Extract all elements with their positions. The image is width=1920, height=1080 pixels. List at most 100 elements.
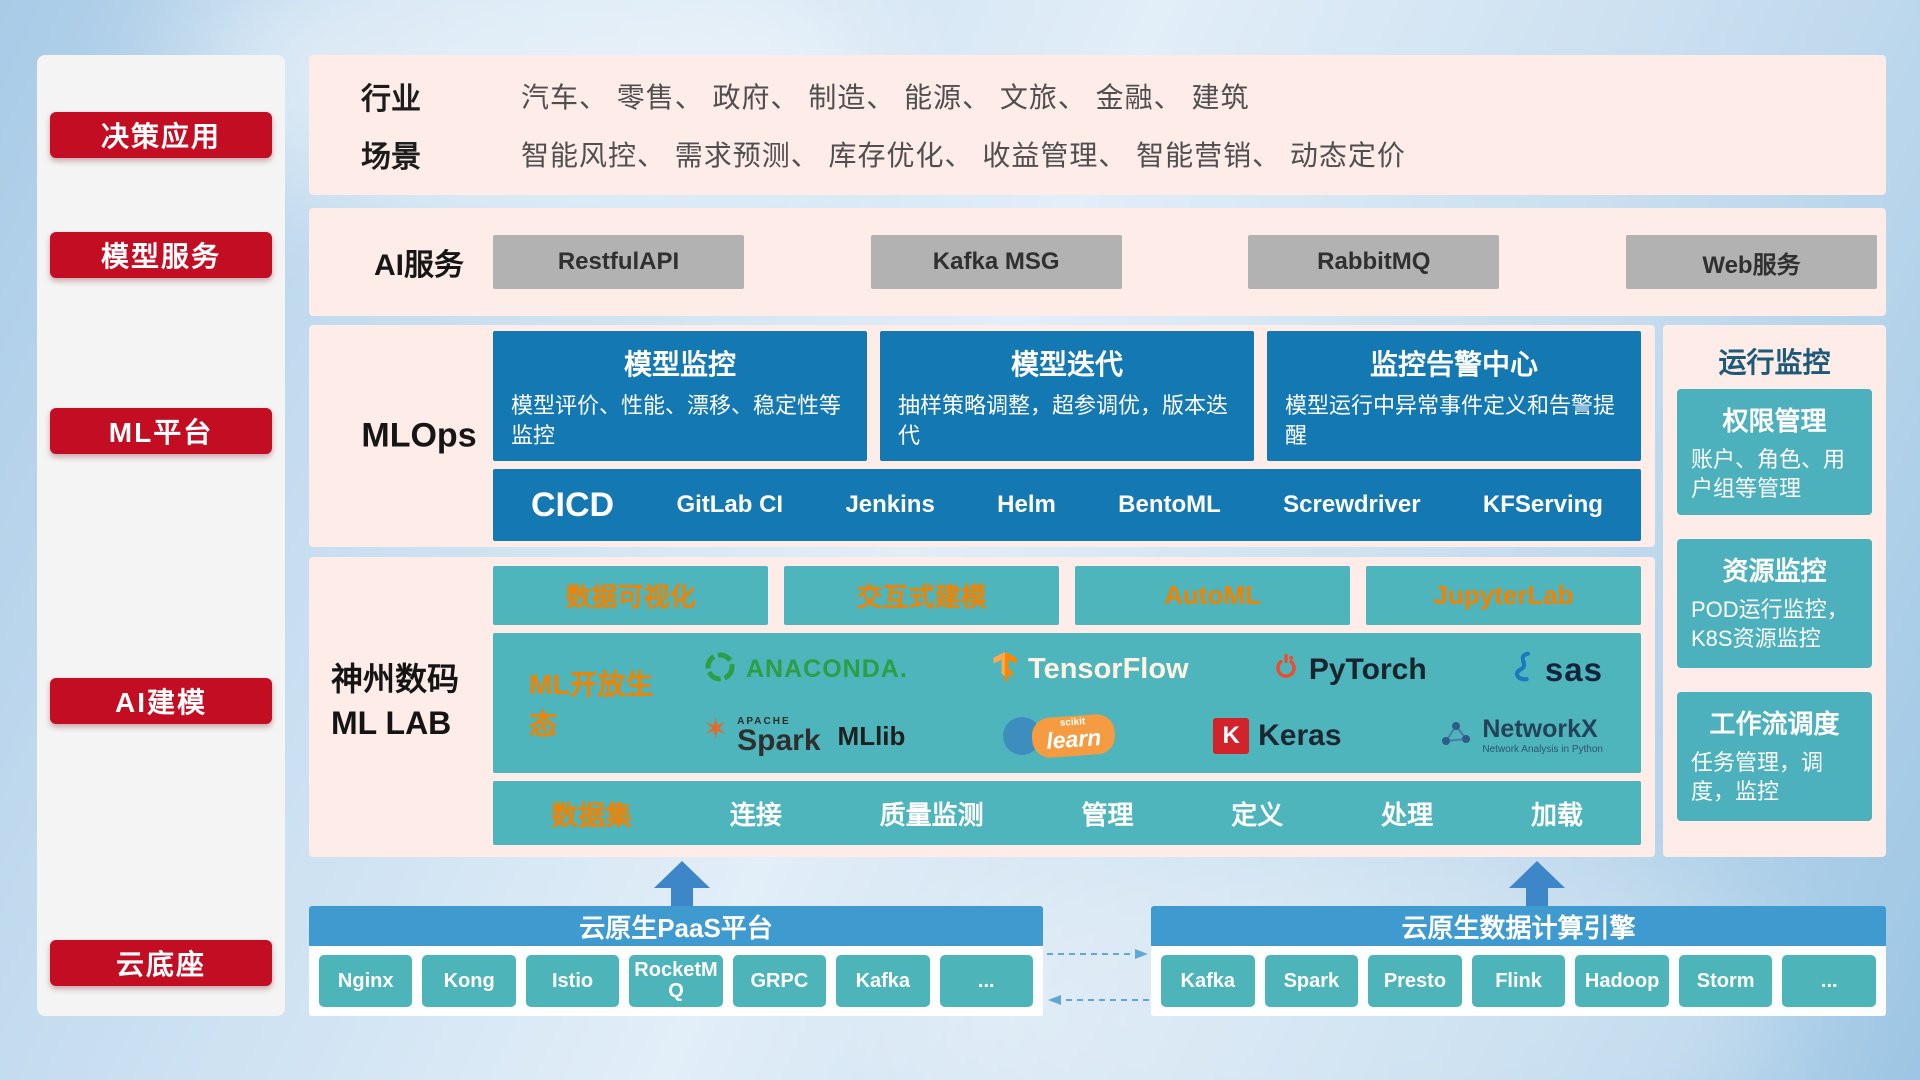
anaconda-logo: ANACONDA. [703,650,908,689]
industry-scenario-band: 行业 汽车、 零售、 政府、 制造、 能源、 文旅、 金融、 建筑 场景 智能风… [309,55,1886,195]
ecosystem-label: ML开放生态 [529,669,654,740]
card-title: 监控告警中心 [1369,349,1538,380]
data-visualization-button[interactable]: 数据可视化 [493,566,768,625]
ai-service-band: AI服务 RestfulAPI Kafka MSG RabbitMQ Web服务 [309,208,1886,316]
up-arrow-icon [654,861,710,906]
mllab-label-line1: 神州数码 [331,661,460,697]
industry-row: 行业 汽车、 零售、 政府、 制造、 能源、 文旅、 金融、 建筑 [361,73,1862,119]
runtime-monitor-panel: 运行监控 权限管理 账户、角色、用户组等管理 资源监控 POD运行监控，K8S资… [1663,325,1886,857]
networkx-logo: NetworkX Network Analysis in Python [1439,717,1603,755]
up-arrow-icon [1509,861,1565,906]
card-desc: POD运行监控，K8S资源监控 [1691,597,1849,651]
sidebar-item-cloud-base[interactable]: 云底座 [50,940,272,986]
paas-item-nginx[interactable]: Nginx [319,955,413,1007]
scikit-learn-logo: scikit learn [1003,713,1117,760]
jenkins-item: Jenkins [845,491,935,518]
data-flow-dashed-arrows [1047,949,1149,1005]
engine-item-hadoop[interactable]: Hadoop [1575,955,1669,1007]
mllab-label-line2: ML LAB [331,705,452,741]
rabbitmq-button[interactable]: RabbitMQ [1248,235,1500,289]
card-title: 权限管理 [1722,406,1827,436]
automl-button[interactable]: AutoML [1075,566,1350,625]
paas-platform-header: 云原生PaaS平台 [309,906,1043,946]
bentoml-item: BentoML [1118,491,1221,518]
mllab-label: 神州数码 ML LAB [331,657,491,745]
data-engine-items: Kafka Spark Presto Flink Hadoop Storm ..… [1151,946,1886,1016]
networkx-wordmark: NetworkX [1482,715,1598,744]
scenario-values: 智能风控、 需求预测、 库存优化、 收益管理、 智能营销、 动态定价 [521,140,1406,171]
tensorflow-logo: TensorFlow [991,652,1189,687]
ml-open-ecosystem-box: ML开放生态 ANACONDA. [493,633,1641,773]
sas-wordmark: sas [1544,650,1603,688]
industry-label: 行业 [361,83,421,116]
model-monitor-card: 模型监控 模型评价、性能、漂移、稳定性等监控 [493,331,867,461]
paas-item-kafka[interactable]: Kafka [836,955,930,1007]
sidebar-item-ml-platform[interactable]: ML平台 [50,408,272,454]
anaconda-icon [703,650,737,689]
card-desc: 抽样策略调整，超参调优，版本迭代 [898,393,1229,448]
card-desc: 任务管理，调度，监控 [1691,750,1824,804]
mlops-label: MLOps [361,416,477,455]
permission-management-card: 权限管理 账户、角色、用户组等管理 [1677,389,1872,515]
ai-service-label: AI服务 [374,249,464,282]
category-sidebar: 决策应用 模型服务 ML平台 AI建模 云底座 [37,55,285,1016]
mllab-tools-row: 数据可视化 交互式建模 AutoML JupyterLab [493,566,1641,625]
scenario-label: 场景 [361,141,421,174]
logo-row: ANACONDA. TensorFlow [679,640,1627,700]
workflow-scheduler-card: 工作流调度 任务管理，调度，监控 [1677,692,1872,821]
engine-item-more[interactable]: ... [1782,955,1877,1007]
card-title: 模型监控 [623,349,736,380]
sas-logo: sas [1510,650,1603,689]
dataset-process: 处理 [1381,799,1434,830]
paas-item-grpc[interactable]: GRPC [732,955,827,1007]
jupyterlab-button[interactable]: JupyterLab [1366,566,1641,625]
dataset-define: 定义 [1231,799,1284,830]
mllab-band: 神州数码 ML LAB 数据可视化 交互式建模 AutoML JupyterLa… [309,557,1655,857]
pytorch-logo: PyTorch [1272,652,1427,687]
networkx-subtitle: Network Analysis in Python [1482,744,1603,756]
paas-item-rocketmq[interactable]: RocketMQ [629,955,723,1007]
dataset-label: 数据集 [551,800,632,831]
paas-item-more[interactable]: ... [939,955,1033,1007]
restfulapi-button[interactable]: RestfulAPI [493,235,744,289]
dataset-bar: 数据集 连接 质量监测 管理 定义 处理 加载 [493,781,1641,845]
spark-wordmark: Spark [737,724,821,758]
dataset-manage: 管理 [1081,799,1134,830]
paas-item-kong[interactable]: Kong [422,955,516,1007]
dataset-connect: 连接 [729,799,782,830]
screwdriver-item: Screwdriver [1283,491,1421,518]
sidebar-item-ai-modeling[interactable]: AI建模 [50,678,272,724]
networkx-icon [1439,719,1473,754]
engine-item-presto[interactable]: Presto [1368,955,1462,1007]
sas-icon [1510,650,1536,689]
apache-label: APACHE [737,716,791,728]
card-title: 资源监控 [1722,556,1827,586]
web-service-button[interactable]: Web服务 [1625,235,1877,289]
anaconda-wordmark: ANACONDA. [746,655,908,684]
card-desc: 模型评价、性能、漂移、稳定性等监控 [511,393,842,448]
engine-item-flink[interactable]: Flink [1471,955,1566,1007]
pytorch-icon [1272,652,1300,687]
kafka-msg-button[interactable]: Kafka MSG [870,235,1122,289]
sidebar-item-decision-apps[interactable]: 决策应用 [50,112,272,158]
logo-row: ✶ APACHE Spark MLlib scikit learn [679,706,1627,766]
gitlab-ci-item: GitLab CI [676,491,784,518]
card-desc: 模型运行中异常事件定义和告警提醒 [1285,393,1616,448]
engine-item-storm[interactable]: Storm [1678,955,1773,1007]
engine-item-kafka[interactable]: Kafka [1161,955,1255,1007]
engine-item-spark[interactable]: Spark [1264,955,1359,1007]
keras-wordmark: Keras [1258,719,1342,753]
tensorflow-wordmark: TensorFlow [1028,653,1189,686]
keras-icon: K [1213,718,1250,755]
scikit-learn-badge: scikit learn [1030,713,1117,760]
spark-mllib-logo: ✶ APACHE Spark MLlib [703,715,905,758]
sidebar-item-model-service[interactable]: 模型服务 [50,232,272,278]
interactive-modeling-button[interactable]: 交互式建模 [784,566,1059,625]
scikit-learn-wordmark: learn [1045,724,1103,755]
paas-item-istio[interactable]: Istio [525,955,620,1007]
card-desc: 账户、角色、用户组等管理 [1691,447,1846,501]
scenario-row: 场景 智能风控、 需求预测、 库存优化、 收益管理、 智能营销、 动态定价 [361,131,1862,177]
paas-platform: 云原生PaaS平台 Nginx Kong Istio RocketMQ GRPC… [309,906,1043,1016]
cicd-toolchain-bar: CICD GitLab CI Jenkins Helm BentoML Scre… [493,469,1641,541]
model-iteration-card: 模型迭代 抽样策略调整，超参调优，版本迭代 [880,331,1254,461]
